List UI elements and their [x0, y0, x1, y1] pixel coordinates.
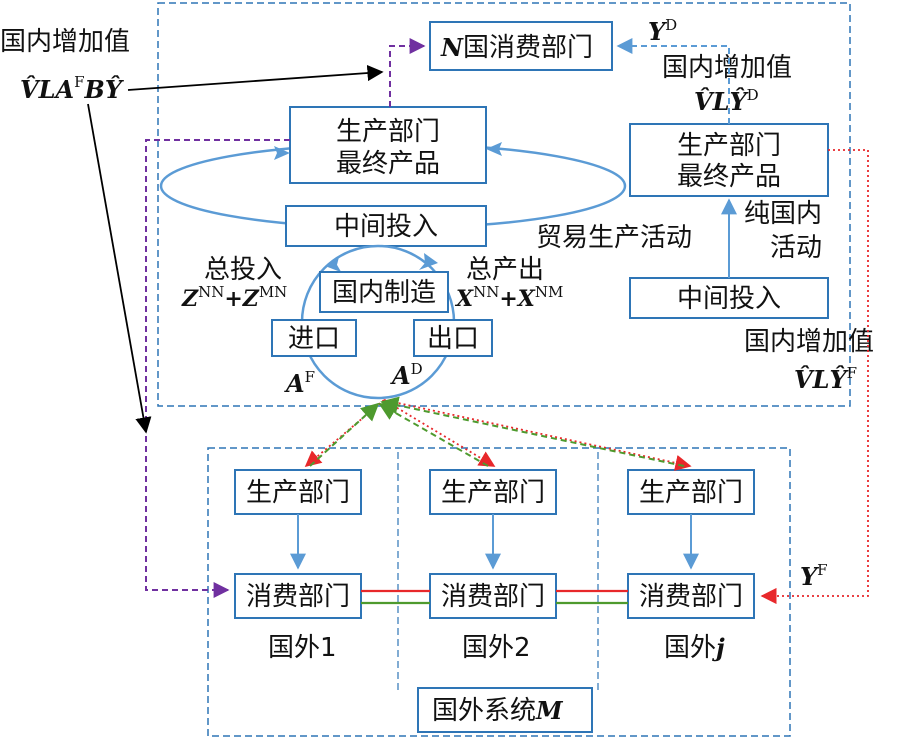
right-production-final-line1: 生产部门	[677, 131, 781, 161]
intermediate-input-box	[285, 205, 487, 247]
intermediate-input-label: 中间投入	[334, 212, 438, 242]
black-arrow-to-foreign	[87, 103, 152, 434]
foreign2-production-box	[429, 469, 557, 515]
domestic-system-frame	[157, 2, 851, 407]
red-dotted-to-foreign1	[304, 399, 385, 468]
foreign2-consumption-label: 消费部门	[441, 582, 545, 612]
production-final-box	[289, 106, 487, 184]
green-dashed-from-foreign1	[309, 402, 380, 467]
mfg-arrowhead-right	[419, 253, 438, 270]
export-label: 出口	[427, 324, 479, 354]
foreign1-consumption-label: 消费部门	[246, 582, 350, 612]
va-foreign-label: 国内增加值	[744, 327, 874, 357]
mfg-arrowhead-left	[325, 255, 342, 273]
production-final-line1: 生产部门	[336, 117, 440, 147]
right-intermediate-box	[629, 277, 829, 319]
arrow-final-to-consumption	[616, 38, 730, 124]
red-dotted-to-foreign2	[383, 399, 496, 467]
foreign2-consumption-box	[429, 573, 557, 619]
trade-activity-label: 贸易生产活动	[536, 223, 692, 253]
foreignj-consumption-box	[627, 573, 755, 619]
right-intermediate-label: 中间投入	[677, 284, 781, 314]
foreign-system-frame	[207, 447, 791, 737]
loop-arrowhead-left	[274, 146, 290, 160]
black-arrow-to-domestic	[127, 64, 384, 91]
foreign1-production-label: 生产部门	[246, 478, 350, 508]
va-foreign-formula: V̂LŶF	[794, 364, 857, 394]
total-input-label: 总投入	[204, 255, 282, 285]
red-dotted-to-foreignj-consumption	[760, 149, 869, 605]
foreignj-consumption-label: 消费部门	[639, 582, 743, 612]
top-left-va-formula: V̂LAFBŶ	[20, 73, 125, 104]
import-label: 进口	[288, 324, 340, 354]
right-production-final-line2: 最终产品	[677, 162, 781, 192]
foreign1-consumption-box	[234, 573, 362, 619]
production-final-line2: 最终产品	[336, 149, 440, 179]
pure-domestic-line2: 活动	[770, 233, 822, 263]
n-country-consumption-label: N国消费部门	[440, 33, 593, 63]
va-domestic-formula: V̂LŶD	[694, 86, 759, 116]
yf-label: YF	[800, 561, 828, 591]
yd-label: YD	[648, 16, 677, 46]
total-output-label: 总产出	[466, 255, 544, 285]
purple-dashed-to-n-consumption	[389, 38, 426, 107]
n-country-consumption-box	[429, 21, 613, 71]
total-input-formula: ZNN+ZMN	[181, 283, 287, 312]
import-box	[271, 319, 357, 357]
foreign1-name: 国外1	[268, 633, 337, 663]
green-dashed-from-foreign2	[378, 403, 489, 467]
af-label: AF	[284, 368, 315, 398]
red-dotted-to-foreignj	[383, 399, 692, 471]
domestic-manufacturing-box	[319, 271, 449, 313]
ad-label: AD	[390, 360, 423, 390]
va-domestic-label: 国内增加值	[662, 53, 792, 83]
top-left-va-label: 国内增加值	[0, 27, 130, 57]
foreignj-production-label: 生产部门	[639, 478, 743, 508]
green-dashed-from-foreignj	[380, 396, 685, 467]
foreignj-name: 国外j	[664, 633, 725, 663]
right-production-final-box	[629, 123, 829, 197]
foreign2-name: 国外2	[462, 633, 531, 663]
foreign-system-label: 国外系统M	[432, 696, 564, 726]
export-box	[413, 319, 493, 357]
loop-arrowhead-right	[486, 142, 502, 156]
domestic-manufacturing-label: 国内制造	[332, 278, 436, 308]
foreign2-production-label: 生产部门	[441, 478, 545, 508]
pure-domestic-line1: 纯国内	[744, 199, 822, 229]
total-output-formula: XNN+XNM	[454, 283, 563, 312]
foreign1-production-box	[234, 469, 362, 515]
purple-dashed-to-foreign1-consumption	[145, 139, 290, 598]
foreign-system-label-box	[417, 687, 593, 733]
